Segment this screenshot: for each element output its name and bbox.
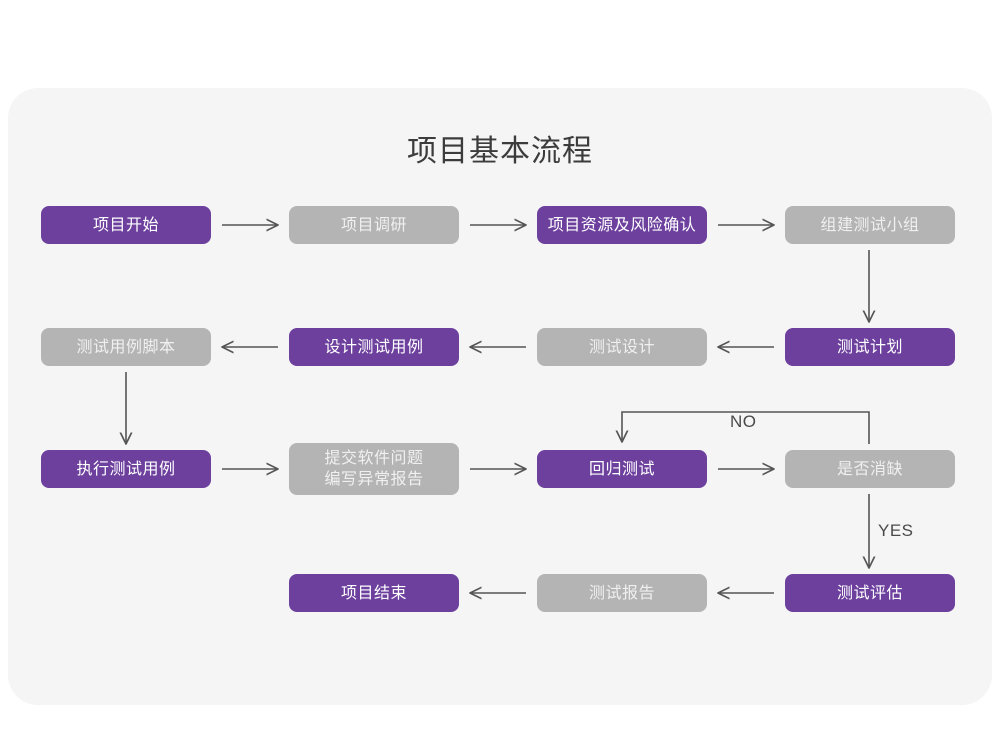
node-project-start[interactable]: 项目开始 [41, 206, 211, 244]
edge-label-no: NO [730, 412, 757, 431]
node-project-research[interactable]: 项目调研 [289, 206, 459, 244]
node-test-plan[interactable]: 测试计划 [785, 328, 955, 366]
node-test-evaluation[interactable]: 测试评估 [785, 574, 955, 612]
node-form-test-team[interactable]: 组建测试小组 [785, 206, 955, 244]
node-project-end[interactable]: 项目结束 [289, 574, 459, 612]
node-test-report[interactable]: 测试报告 [537, 574, 707, 612]
node-submit-defect-report[interactable]: 提交软件问题 编写异常报告 [289, 443, 459, 495]
node-execute-test-case[interactable]: 执行测试用例 [41, 450, 211, 488]
node-defect-resolved[interactable]: 是否消缺 [785, 450, 955, 488]
flowchart-card [8, 88, 992, 705]
node-design-test-case[interactable]: 设计测试用例 [289, 328, 459, 366]
node-resource-risk-confirm[interactable]: 项目资源及风险确认 [537, 206, 707, 244]
edge-label-yes: YES [878, 521, 914, 540]
page-title: 项目基本流程 [407, 135, 593, 168]
node-test-case-script[interactable]: 测试用例脚本 [41, 328, 211, 366]
node-test-design[interactable]: 测试设计 [537, 328, 707, 366]
node-regression-test[interactable]: 回归测试 [537, 450, 707, 488]
